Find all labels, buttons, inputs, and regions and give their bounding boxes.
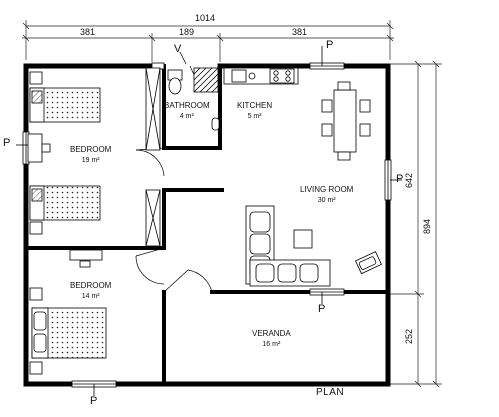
dimension-segment-1: 381 <box>80 27 96 37</box>
room-label-bedroom-top: BEDROOM 19 m² <box>70 145 112 165</box>
kitchen-counter <box>223 67 299 85</box>
room-area: 5 m² <box>247 113 262 120</box>
room-name: BEDROOM <box>70 281 112 290</box>
marker-p-bottom: P <box>90 395 98 407</box>
dimension-segment-3: 381 <box>292 27 308 37</box>
marker-v: V <box>174 43 182 55</box>
bathroom-fixtures <box>167 67 220 131</box>
dining-table <box>321 81 371 161</box>
marker-p-left: P <box>3 137 11 149</box>
dimension-right-lower: 252 <box>404 328 415 345</box>
dimension-overall-width: 1014 <box>195 13 216 23</box>
room-area: 16 m² <box>262 341 281 348</box>
exterior-walls <box>23 63 391 387</box>
room-area: 30 m² <box>317 197 336 204</box>
room-label-bedroom-bottom: BEDROOM 14 m² <box>70 281 112 301</box>
bedroom-furniture <box>27 71 103 375</box>
room-name: KITCHEN <box>237 101 273 110</box>
marker-lines <box>16 46 402 396</box>
interior-walls <box>24 64 390 386</box>
plan-title: PLAN <box>316 387 345 398</box>
dimension-right-total: 894 <box>422 218 433 235</box>
room-label-bathroom: BATHROOM 4 m² <box>164 101 210 121</box>
room-label-kitchen: KITCHEN 5 m² <box>237 101 273 121</box>
marker-p-top: P <box>326 39 334 51</box>
dimension-lines <box>22 20 442 388</box>
room-label-veranda: VERANDA 16 m² <box>252 329 291 349</box>
room-area: 4 m² <box>179 113 194 120</box>
room-name: LIVING ROOM <box>300 185 354 194</box>
marker-p-veranda: P <box>318 303 326 315</box>
room-name: BATHROOM <box>164 101 210 110</box>
wardrobes <box>145 67 161 247</box>
dimension-segment-2: 189 <box>179 27 195 37</box>
living-furniture <box>245 205 382 287</box>
dimension-right-upper: 642 <box>404 172 415 189</box>
room-name: VERANDA <box>252 329 291 338</box>
room-area: 14 m² <box>81 293 100 300</box>
room-area: 19 m² <box>81 157 100 164</box>
room-name: BEDROOM <box>70 145 112 154</box>
beds <box>29 87 107 359</box>
marker-p-right: P <box>396 173 404 185</box>
room-label-living-room: LIVING ROOM 30 m² <box>300 185 354 205</box>
